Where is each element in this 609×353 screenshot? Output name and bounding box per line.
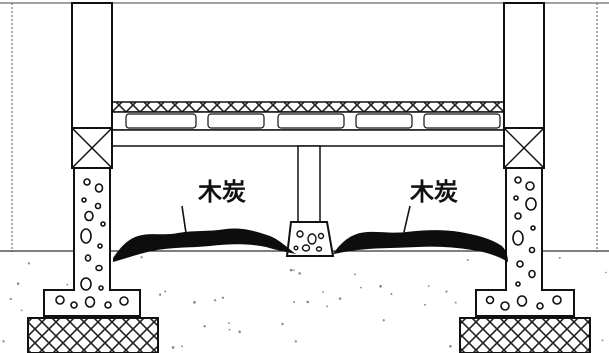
ground-dot xyxy=(360,286,362,289)
charcoal-layer-left xyxy=(113,228,296,262)
ground-dot xyxy=(238,330,241,334)
ground-dot xyxy=(203,325,206,328)
ground-dot xyxy=(158,293,162,296)
left-wall-post xyxy=(71,2,113,129)
right-foundation xyxy=(475,167,575,317)
joist xyxy=(423,113,501,129)
joist xyxy=(355,113,413,129)
ground-dot xyxy=(604,271,607,274)
left-foundation xyxy=(43,167,141,317)
ground-dot xyxy=(221,296,225,300)
ground-dot xyxy=(27,262,30,265)
ground-dot xyxy=(293,301,296,303)
right-foundation-aggregate xyxy=(485,176,562,311)
ground-dot xyxy=(445,290,448,293)
leader-line-right xyxy=(403,205,411,233)
ground-dot xyxy=(228,328,231,331)
ground-dot xyxy=(390,292,393,296)
ground-dot xyxy=(306,300,310,304)
ground-dot xyxy=(281,322,284,326)
ground-dot xyxy=(601,339,604,342)
ground-dot xyxy=(171,346,175,349)
ground-dot xyxy=(338,297,342,300)
charcoal-label-right: 木炭 xyxy=(409,178,458,206)
joist xyxy=(207,113,265,129)
ground-dot xyxy=(66,283,69,286)
ground-dot xyxy=(427,285,430,287)
joist xyxy=(125,113,197,129)
ground-dot xyxy=(354,273,357,276)
center-footing-aggregate xyxy=(293,230,325,252)
ground-dot xyxy=(322,291,325,293)
ground-dot xyxy=(382,319,385,322)
center-footing-stone xyxy=(285,221,335,257)
ground-dot xyxy=(379,284,382,288)
beam xyxy=(111,129,505,147)
ground-dot xyxy=(294,340,297,343)
ground-dot xyxy=(228,322,230,324)
ground-dot xyxy=(16,282,20,285)
ground-dot xyxy=(558,256,561,259)
right-wall-post xyxy=(503,2,545,129)
ground-dot xyxy=(164,290,167,293)
left-crushed-stone-base xyxy=(27,317,159,353)
ground-dot xyxy=(424,303,426,306)
ground-dot xyxy=(213,299,217,302)
ground-dot xyxy=(298,272,301,275)
charcoal-label-left: 木炭 xyxy=(197,178,246,206)
left-foundation-aggregate xyxy=(55,178,129,309)
leader-line-left xyxy=(181,205,187,234)
ground-dot xyxy=(326,305,329,308)
ground-dot xyxy=(293,269,295,272)
ground-dot xyxy=(193,301,196,304)
ground-texture xyxy=(2,256,607,349)
left-column xyxy=(27,2,159,353)
right-column xyxy=(459,2,591,353)
joist xyxy=(277,113,345,129)
ground-dot xyxy=(2,340,5,343)
ground-dot xyxy=(449,344,452,348)
right-crushed-stone-base xyxy=(459,317,591,353)
ground-dot xyxy=(466,258,469,262)
ground-dot xyxy=(454,301,457,304)
floorboard xyxy=(111,101,505,113)
ground-dot xyxy=(181,345,184,348)
ground-dot xyxy=(140,256,143,259)
ground-dot xyxy=(9,297,12,301)
ground-dot xyxy=(20,309,23,312)
joists xyxy=(125,113,501,129)
charcoal-layer-right xyxy=(333,230,508,262)
floor-post xyxy=(297,145,321,223)
ground-dot xyxy=(289,268,293,272)
